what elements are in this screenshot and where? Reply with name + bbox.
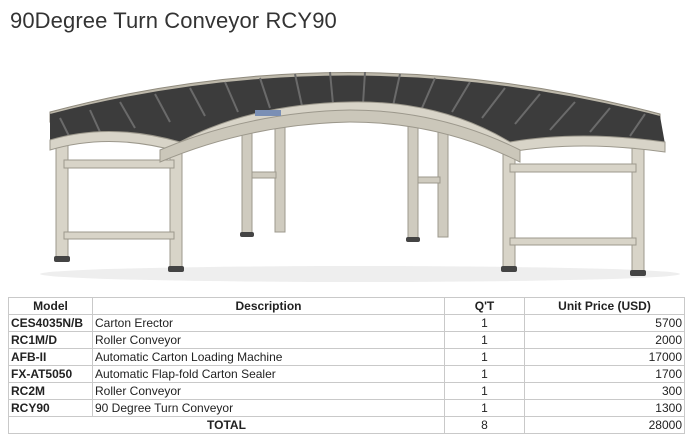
table-row: RCY90 90 Degree Turn Conveyor 1 1300 (8, 399, 685, 417)
model-cell: AFB-II (8, 348, 93, 366)
model-cell: CES4035N/B (8, 314, 93, 332)
description-cell: Roller Conveyor (92, 331, 445, 349)
model-cell: RC1M/D (8, 331, 93, 349)
description-cell: Roller Conveyor (92, 382, 445, 400)
unit-price-cell: 5700 (524, 314, 685, 332)
total-price: 28000 (524, 416, 685, 434)
table-row: RC1M/D Roller Conveyor 1 2000 (8, 331, 685, 349)
table-row: CES4035N/B Carton Erector 1 5700 (8, 314, 685, 332)
table-row: RC2M Roller Conveyor 1 300 (8, 382, 685, 400)
unit-price-cell: 1700 (524, 365, 685, 383)
qty-cell: 1 (444, 365, 525, 383)
description-cell: Automatic Flap-fold Carton Sealer (92, 365, 445, 383)
model-cell: FX-AT5050 (8, 365, 93, 383)
model-column-header: Model (8, 297, 93, 315)
description-cell: Carton Erector (92, 314, 445, 332)
unit-price-column-header: Unit Price (USD) (524, 297, 685, 315)
qty-cell: 1 (444, 314, 525, 332)
description-cell: 90 Degree Turn Conveyor (92, 399, 445, 417)
qty-cell: 1 (444, 399, 525, 417)
total-row: TOTAL 8 28000 (8, 416, 685, 434)
total-qty: 8 (444, 416, 525, 434)
total-label: TOTAL (8, 416, 445, 434)
qty-column-header: Q'T (444, 297, 525, 315)
table-header-row: Model Description Q'T Unit Price (USD) (8, 297, 685, 315)
unit-price-cell: 2000 (524, 331, 685, 349)
description-cell: Automatic Carton Loading Machine (92, 348, 445, 366)
unit-price-cell: 300 (524, 382, 685, 400)
description-column-header: Description (92, 297, 445, 315)
conveyor-product-image (40, 71, 680, 282)
model-cell: RCY90 (8, 399, 93, 417)
qty-cell: 1 (444, 382, 525, 400)
table-row: AFB-II Automatic Carton Loading Machine … (8, 348, 685, 366)
unit-price-cell: 17000 (524, 348, 685, 366)
qty-cell: 1 (444, 348, 525, 366)
table-row: FX-AT5050 Automatic Flap-fold Carton Sea… (8, 365, 685, 383)
quotation-table: Model Description Q'T Unit Price (USD) C… (8, 297, 685, 434)
unit-price-cell: 1300 (524, 399, 685, 417)
model-cell: RC2M (8, 382, 93, 400)
qty-cell: 1 (444, 331, 525, 349)
page-title: 90Degree Turn Conveyor RCY90 (10, 8, 337, 33)
